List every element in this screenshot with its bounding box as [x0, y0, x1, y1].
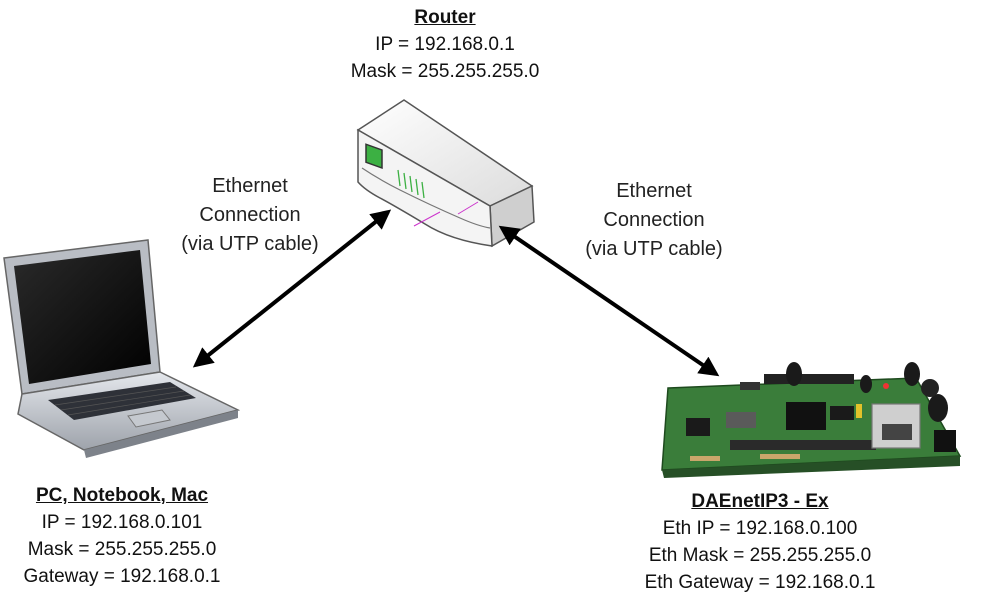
- left-connection-line-2: Connection: [199, 204, 301, 226]
- router-ip: IP = 192.168.0.1: [375, 34, 515, 55]
- left-connection-label: Ethernet Connection (via UTP cable): [130, 172, 370, 259]
- right-connection-label: Ethernet Connection (via UTP cable): [534, 177, 774, 264]
- left-connection-line-1: Ethernet: [212, 175, 288, 197]
- laptop-icon: [3, 239, 241, 458]
- device-mask: Eth Mask = 255.255.255.0: [648, 545, 872, 566]
- router-icon: [356, 99, 535, 248]
- daenetip3-board-icon: [661, 362, 962, 478]
- pc-mask: Mask = 255.255.255.0: [27, 539, 217, 560]
- right-connection-line-3: (via UTP cable): [585, 238, 723, 260]
- device-title: DAEnetIP3 - Ex: [691, 491, 829, 512]
- pc-title: PC, Notebook, Mac: [35, 485, 209, 506]
- device-label: DAEnetIP3 - Ex Eth IP = 192.168.0.100 Et…: [610, 488, 910, 596]
- right-connection-line-2: Connection: [603, 209, 705, 231]
- device-ip: Eth IP = 192.168.0.100: [662, 518, 858, 539]
- pc-label: PC, Notebook, Mac IP = 192.168.0.101 Mas…: [0, 482, 244, 590]
- right-connection-line-1: Ethernet: [616, 180, 692, 202]
- left-connection-line-3: (via UTP cable): [181, 233, 319, 255]
- router-mask: Mask = 255.255.255.0: [350, 61, 540, 82]
- device-gateway: Eth Gateway = 192.168.0.1: [644, 572, 876, 593]
- left-connection-arrow: [192, 209, 392, 368]
- router-title: Router: [414, 7, 476, 28]
- router-label: Router IP = 192.168.0.1 Mask = 255.255.2…: [300, 4, 590, 85]
- pc-gateway: Gateway = 192.168.0.1: [23, 566, 221, 587]
- right-connection-arrow: [498, 225, 720, 377]
- pc-ip: IP = 192.168.0.101: [41, 512, 203, 533]
